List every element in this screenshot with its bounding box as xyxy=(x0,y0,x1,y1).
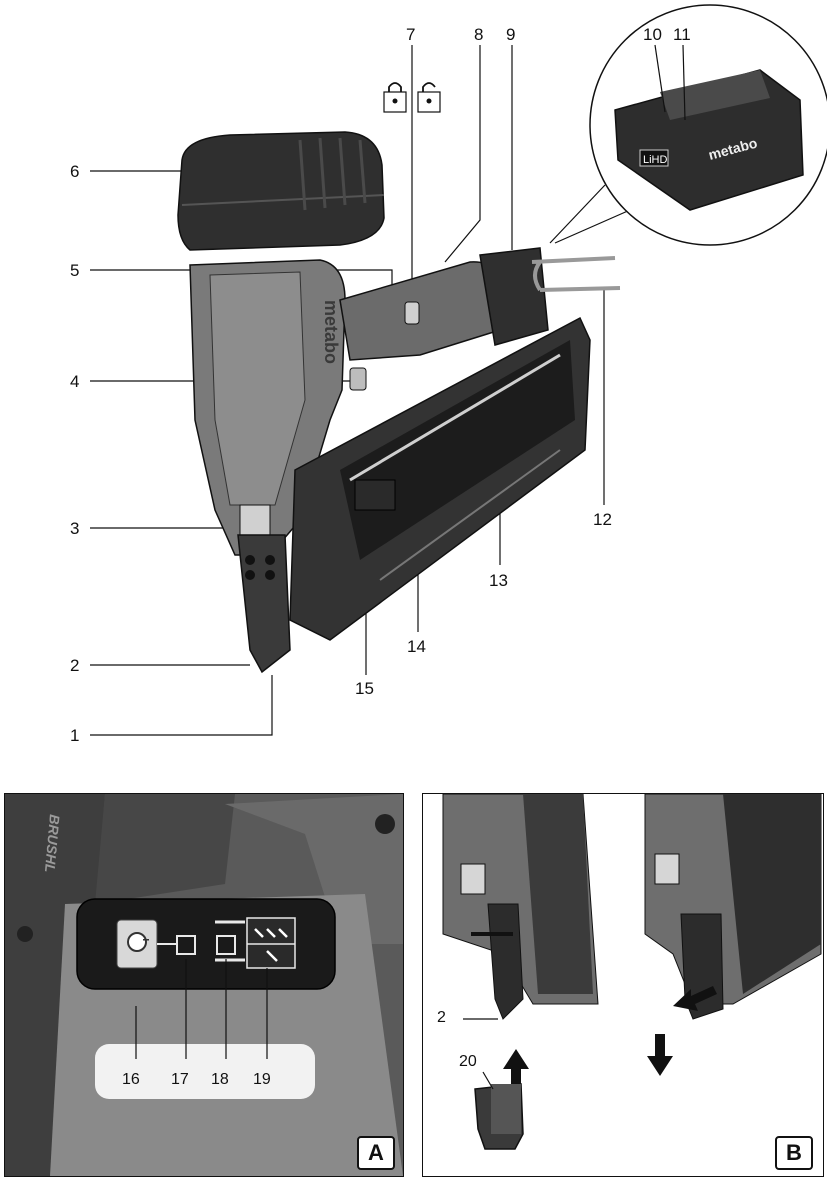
callout-4: 4 xyxy=(70,372,80,391)
arrow-down-icon xyxy=(647,1034,673,1076)
padlock-closed-icon xyxy=(383,82,407,113)
callout-11: 11 xyxy=(673,25,691,44)
arrow-left-icon xyxy=(673,986,717,1011)
callout-5: 5 xyxy=(70,261,80,280)
panel-a-photo: BRUSHL xyxy=(5,794,403,1176)
rear-cap xyxy=(479,247,621,346)
callout-19: 19 xyxy=(253,1071,271,1088)
callout-2: 2 xyxy=(70,656,80,675)
callout-6: 6 xyxy=(70,162,80,181)
nail-magazine xyxy=(289,316,591,641)
battery-hd-badge: LiHD xyxy=(643,154,668,166)
callout-7: 7 xyxy=(406,25,416,44)
callout-8: 8 xyxy=(474,25,484,44)
bump-fire-icon xyxy=(254,928,288,938)
panel-b-illustration xyxy=(442,794,822,1150)
housing-brand-text: metabo xyxy=(321,300,341,364)
battery-detail-inset: LiHD metabo xyxy=(589,4,827,246)
callout-20: 20 xyxy=(459,1053,477,1070)
callout-9: 9 xyxy=(506,25,516,44)
nailer-illustration: metabo xyxy=(90,4,827,736)
callout-1: 1 xyxy=(70,726,80,745)
panel-b: 2 20 B xyxy=(422,793,824,1177)
callout-15: 15 xyxy=(355,679,374,698)
callout-10: 10 xyxy=(643,25,662,44)
mode-lock-icon xyxy=(127,932,147,952)
padlock-open-icon xyxy=(417,82,441,113)
callout-b-2: 2 xyxy=(437,1009,446,1026)
callout-18: 18 xyxy=(211,1071,229,1088)
arrow-up-icon xyxy=(503,1049,529,1094)
panel-a-tag: A xyxy=(357,1136,395,1170)
callout-12: 12 xyxy=(593,510,612,529)
panel-b-tag: B xyxy=(775,1136,813,1170)
callout-3: 3 xyxy=(70,519,80,538)
callout-14: 14 xyxy=(407,637,426,656)
callout-13: 13 xyxy=(489,571,508,590)
single-fire-icon xyxy=(266,950,278,962)
callout-17: 17 xyxy=(171,1071,189,1088)
callout-16: 16 xyxy=(122,1071,140,1088)
panel-a-side-text: BRUSHL xyxy=(42,814,63,874)
tool-handle xyxy=(339,261,506,391)
nose-assembly xyxy=(237,504,291,674)
battery-pack xyxy=(177,131,385,251)
panel-a: BRUSHL 16 17 18 19 A xyxy=(4,793,404,1177)
